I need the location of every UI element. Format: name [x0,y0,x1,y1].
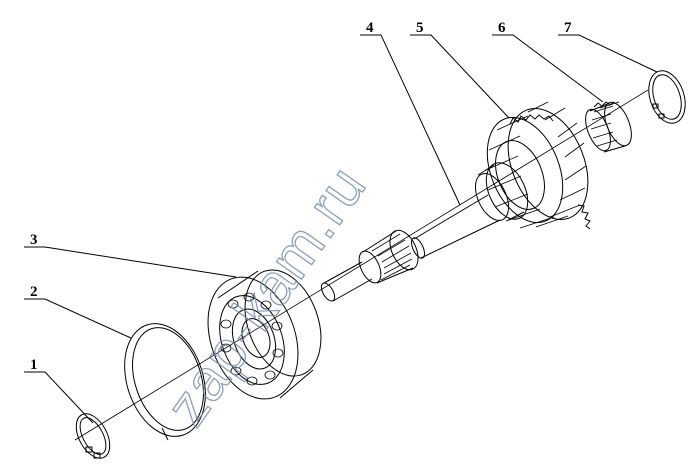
part-2-retaining-ring [124,323,206,441]
callout-2: 2 [30,284,38,300]
watermark-text: zap-kam.ru [153,154,378,437]
callout-1: 1 [30,357,38,373]
callout-4: 4 [366,20,374,36]
callout-7: 7 [564,20,572,36]
part-4-shaft [320,162,529,302]
callout-5: 5 [416,20,424,36]
callout-3: 3 [30,232,38,248]
part-1-snap-ring [75,413,111,459]
part-6-needle-bearing [585,101,632,153]
part-5-helical-gear [485,101,591,230]
callout-6: 6 [498,20,506,36]
leader-lines [24,34,658,424]
part-3-ball-bearing [207,269,322,400]
part-7-snap-ring [648,70,686,124]
